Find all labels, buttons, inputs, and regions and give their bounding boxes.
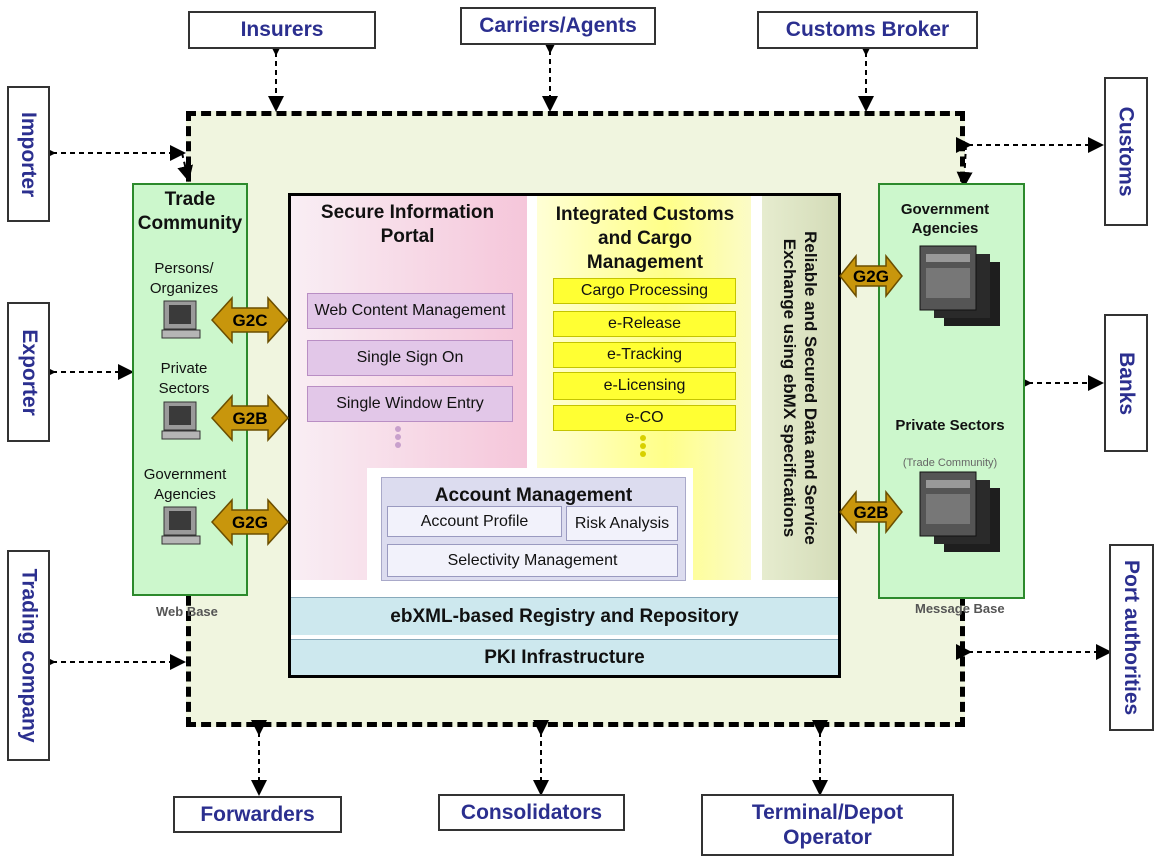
- carriers-agents-label: Carriers/Agents: [479, 14, 637, 38]
- e-release-box: e-Release: [553, 311, 736, 337]
- customs-broker-box: Customs Broker: [757, 11, 978, 49]
- forwarders-label: Forwarders: [200, 802, 315, 826]
- exporter-box: Exporter: [7, 302, 50, 442]
- consolidators-label: Consolidators: [460, 800, 603, 824]
- web-content-management-box: Web Content Management: [307, 293, 513, 329]
- private-sectors-label: Private Sectors: [158, 360, 210, 398]
- forwarders-box: Forwarders: [173, 796, 342, 833]
- g2b-left-label: G2B: [233, 409, 268, 428]
- g2c-arrow: [210, 296, 290, 344]
- computer-icon: [161, 401, 201, 440]
- terminal-depot-box: Terminal/Depot Operator: [701, 794, 954, 856]
- e-tracking-box: e-Tracking: [553, 342, 736, 368]
- carriers-agents-box: Carriers/Agents: [460, 7, 656, 45]
- risk-analysis-box: Risk Analysis: [566, 506, 678, 541]
- g2b-left-arrow: [210, 394, 290, 442]
- e-licensing-box: e-Licensing: [553, 372, 736, 400]
- single-window-entry-box: Single Window Entry: [307, 386, 513, 422]
- persons-label: Persons/ Organizes: [149, 260, 219, 298]
- g2b-right-label: G2B: [854, 503, 889, 522]
- g2g-right-arrow: [839, 253, 903, 299]
- g2g-left-arrow: [210, 498, 290, 546]
- terminal-depot-label: Terminal/Depot Operator: [751, 800, 904, 849]
- registry-band: ebXML-based Registry and Repository: [291, 597, 838, 635]
- computer-icon: [161, 506, 201, 545]
- g2b-right-arrow: [839, 489, 903, 535]
- more-dots: [638, 433, 648, 463]
- customs-broker-label: Customs Broker: [785, 18, 950, 42]
- g2g-left-label: G2G: [232, 513, 268, 532]
- pki-band: PKI Infrastructure: [291, 639, 838, 675]
- trade-community-title: Trade Community: [137, 189, 243, 234]
- cargo-processing-box: Cargo Processing: [553, 278, 736, 304]
- more-dots: [393, 424, 403, 456]
- customs-cargo-title: Integrated Customs and Cargo Management: [555, 204, 735, 273]
- account-management-title: Account Management: [434, 485, 633, 506]
- server-icon: [919, 245, 1000, 326]
- portal-title: Secure Information Portal: [320, 202, 495, 247]
- government-agencies-label: Government Agencies: [143, 466, 227, 504]
- trading-company-box: Trading company: [7, 550, 50, 761]
- computer-icon: [161, 300, 201, 339]
- right-private-label: Private Sectors: [895, 417, 1005, 434]
- g2c-label: G2C: [233, 311, 268, 330]
- customs-box: Customs: [1104, 77, 1148, 226]
- server-icon: [919, 471, 1000, 552]
- insurers-label: Insurers: [240, 18, 324, 42]
- g2g-right-label: G2G: [853, 267, 889, 286]
- insurers-box: Insurers: [188, 11, 376, 49]
- exchange-column: [762, 196, 838, 580]
- account-profile-box: Account Profile: [387, 506, 562, 537]
- port-authorities-box: Port authorities: [1109, 544, 1154, 731]
- importer-box: Importer: [7, 86, 50, 222]
- right-government-label: Government Agencies: [900, 201, 990, 237]
- web-base-label: Web Base: [156, 604, 218, 619]
- e-co-box: e-CO: [553, 405, 736, 431]
- message-base-label: Message Base: [915, 601, 1005, 616]
- banks-box: Banks: [1104, 314, 1148, 452]
- selectivity-management-box: Selectivity Management: [387, 544, 678, 577]
- consolidators-box: Consolidators: [438, 794, 625, 831]
- single-sign-on-box: Single Sign On: [307, 340, 513, 376]
- right-private-sub: (Trade Community): [902, 457, 998, 469]
